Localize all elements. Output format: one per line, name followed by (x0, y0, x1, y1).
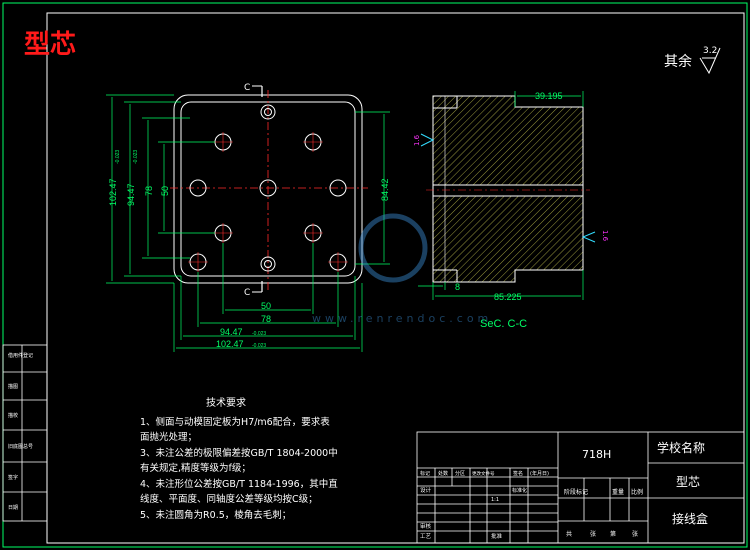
dim-height-right: 84.42 (380, 178, 390, 201)
section-marker-bottom: C (244, 281, 263, 298)
section-bore (432, 184, 584, 197)
dim-width-102-tol: -0.023 (252, 343, 266, 349)
binding-column: 借用件登记 描图 描校 旧底图总号 签字 日期 (2, 344, 48, 522)
dim-width-94: 94.47 (220, 327, 243, 337)
dim-width-78: 78 (261, 314, 271, 324)
dim-width-94-tol: -0.023 (252, 331, 266, 337)
section-view: 39.195 85.225 8 1.6 1.6 SeC. C-C (413, 91, 609, 330)
mark-col-3: 更改文件号 (472, 470, 495, 477)
section-letter-top: C (244, 83, 250, 93)
inner-frame (46, 12, 745, 544)
section-body-upper (432, 95, 584, 186)
roughness-right-value: 1.6 (601, 230, 609, 242)
dim-height-outer: 102.47 (108, 178, 118, 206)
scale-label: 1:1 (491, 497, 499, 503)
note-line: 面抛光处理； (140, 431, 197, 443)
stage-label-2: 比例 (631, 488, 643, 496)
roughness-prefix: 其余 (664, 53, 692, 70)
hole (189, 179, 207, 197)
dim-height-second-tol: -0.023 (133, 150, 139, 164)
roughness-right-icon: 1.6 (581, 230, 609, 243)
roughness-left-icon: 1.6 (413, 133, 435, 147)
sheet-1: 张 (590, 530, 596, 538)
roughness-value: 3.2 (703, 46, 717, 56)
roughness-check-icon (699, 47, 721, 75)
mark-col-0: 标记 (420, 470, 430, 477)
mark-col-1: 处数 (438, 470, 448, 477)
mark-col-2: 分区 (455, 470, 465, 477)
dim-width-50: 50 (261, 301, 271, 311)
approve-label: 批准 (491, 532, 503, 540)
dim-height-second: 94.47 (126, 183, 136, 206)
mark-col-5: (年月日) (530, 470, 549, 477)
binding-label-0: 借用件登记 (8, 352, 33, 359)
binding-label-4: 签字 (8, 474, 18, 481)
watermark: www.renrendoc.com (312, 213, 492, 325)
dim-height-78: 78 (144, 186, 154, 196)
stage-label-1: 重量 (612, 488, 624, 496)
roughness-left-value: 1.6 (413, 134, 421, 146)
dim-section-top: 39.195 (535, 91, 563, 101)
front-view: C C 102.47 -0.023 94.47 -0.023 78 50 84.… (106, 83, 390, 352)
dim-height-50: 50 (160, 186, 170, 196)
material-label: 718H (582, 448, 611, 461)
section-caption: SeC. C-C (480, 318, 527, 330)
sheet-2: 第 (610, 530, 616, 538)
note-line: 有关规定,精度等级为f级； (140, 462, 251, 474)
binding-label-3: 旧底图总号 (8, 443, 33, 450)
note-line: 3、未注公差的极限偏差按GB/T 1804-2000中 (140, 447, 338, 459)
part-name: 型芯 (676, 475, 700, 489)
dim-section-8: 8 (455, 282, 460, 292)
note-line: 1、侧面与动模固定板为H7/m6配合，要求表 (140, 416, 330, 428)
drawing-title: 型芯 (24, 29, 76, 59)
dim-height-outer-tol: -0.023 (115, 150, 121, 164)
check-label: 审核 (420, 522, 432, 530)
hole (329, 179, 347, 197)
note-line: 5、未注圆角为R0.5，棱角去毛刺； (140, 509, 291, 521)
binding-label-2: 描校 (8, 412, 18, 419)
section-letter-bottom: C (244, 288, 250, 298)
binding-label-5: 日期 (8, 505, 18, 511)
hole (259, 179, 277, 197)
design-label: 设计 (420, 486, 432, 494)
school-name: 学校名称 (657, 440, 705, 455)
mark-col-4: 签名 (513, 470, 523, 477)
watermark-text: www.renrendoc.com (312, 312, 492, 325)
note-line: 4、未注形位公差按GB/T 1184-1996，其中直 (140, 478, 338, 490)
roughness-general: 其余 3.2 (664, 46, 721, 75)
title-block (416, 431, 745, 544)
section-body-lower (432, 195, 584, 283)
dim-width-102: 102.47 (216, 339, 244, 349)
technical-notes: 技术要求 1、侧面与动模固定板为H7/m6配合，要求表 面抛光处理； 3、未注公… (140, 396, 338, 521)
hole (260, 104, 276, 120)
drawing-number: 接线盒 (672, 511, 708, 526)
section-marker-top: C (244, 83, 263, 97)
process-label: 工艺 (420, 533, 432, 540)
note-line: 线度、平面度、同轴度公差等级均按C级； (140, 493, 318, 505)
hole (260, 256, 276, 272)
sheet-3: 张 (632, 530, 638, 538)
stage-label-0: 阶段标记 (564, 488, 588, 496)
std-label: 标准化 (512, 487, 527, 494)
binding-label-1: 描图 (8, 383, 18, 390)
notes-heading: 技术要求 (206, 396, 246, 409)
dim-section-bottom: 85.225 (494, 292, 522, 302)
sheet-0: 共 (566, 530, 572, 538)
